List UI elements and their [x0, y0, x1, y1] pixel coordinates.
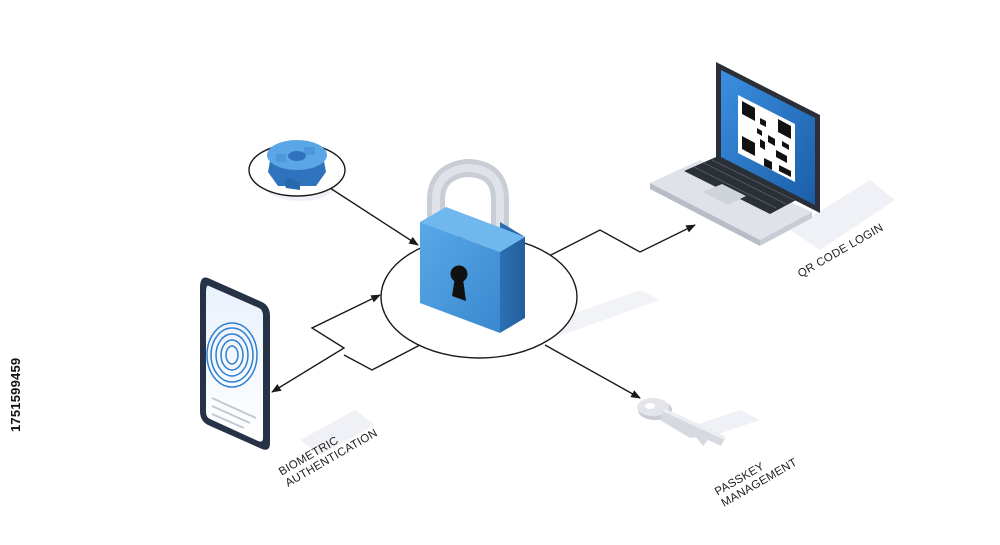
arrow-lock-to-laptop: [544, 224, 696, 259]
laptop-icon: [650, 62, 820, 246]
qr-code-icon: [738, 95, 795, 182]
key-icon: [637, 398, 725, 446]
smartphone-icon: [200, 277, 270, 450]
arrow-gear-to-lock: [329, 187, 419, 246]
arrow-lock-phone: [271, 294, 381, 393]
stock-image-id: 1751599459: [8, 357, 23, 432]
fingerprint-icon: [206, 322, 258, 388]
gear-icon: [248, 140, 346, 197]
arrow-lock-to-key: [544, 344, 641, 399]
connectors: [271, 187, 696, 399]
padlock-icon: [420, 158, 525, 333]
arrow-lock-phone-2: [343, 344, 421, 371]
